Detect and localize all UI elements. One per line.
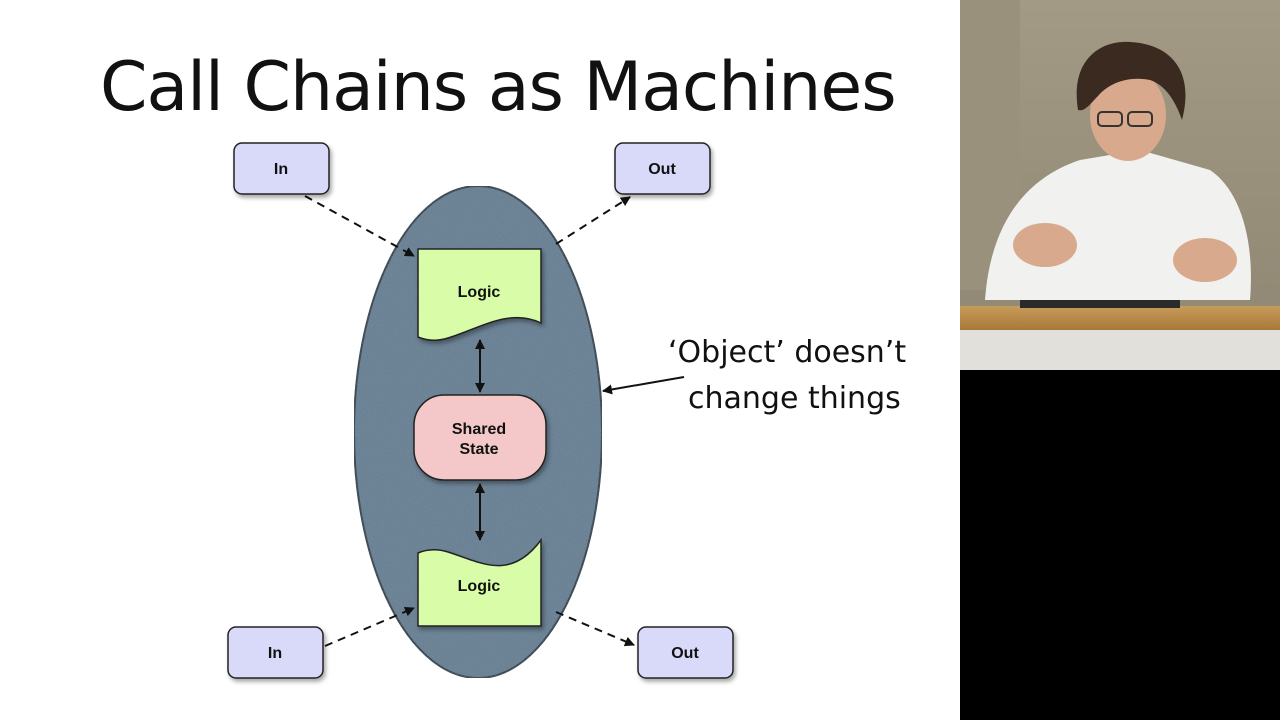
arrow-logic-to-out-top — [555, 196, 631, 245]
in-bottom-label: In — [268, 645, 282, 662]
slide: Call Chains as Machines — [0, 0, 960, 720]
shared-state-box: Shared State — [413, 394, 547, 481]
logic-top-box: Logic — [417, 248, 542, 341]
in-top-label: In — [274, 161, 288, 178]
presenter-video-icon — [960, 0, 1280, 370]
shared-state-label-line1: Shared — [452, 421, 506, 438]
arrow-logic-to-out-bottom — [555, 611, 635, 647]
logic-bottom-label: Logic — [458, 578, 501, 595]
slide-title: Call Chains as Machines — [100, 48, 897, 127]
shared-state-label-line2: State — [459, 441, 498, 458]
arrow-in-top-to-logic — [304, 195, 415, 257]
logic-bottom-box: Logic — [417, 537, 542, 627]
arrow-in-bottom-to-logic — [324, 606, 415, 647]
in-top-box: In — [233, 142, 330, 195]
out-bottom-label: Out — [671, 645, 699, 662]
logic-top-label: Logic — [458, 284, 501, 301]
callout-line2: change things — [688, 381, 901, 416]
out-bottom-box: Out — [637, 626, 734, 679]
out-top-box: Out — [614, 142, 711, 195]
out-top-label: Out — [648, 161, 676, 178]
in-bottom-box: In — [227, 626, 324, 679]
callout-line1: ‘Object’ doesn’t — [668, 335, 906, 370]
call-chain-diagram: In Out Logic Shared State Logic In — [227, 142, 906, 679]
callout-arrow — [602, 376, 685, 395]
presenter-video-panel — [960, 0, 1280, 720]
